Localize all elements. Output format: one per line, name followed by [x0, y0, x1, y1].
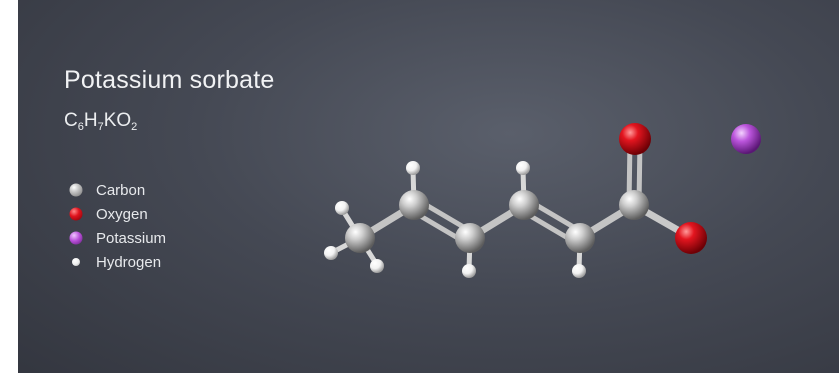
carbon-atom — [455, 223, 485, 253]
legend-item-hydrogen: Hydrogen — [72, 250, 166, 274]
legend-label-potassium: Potassium — [96, 229, 167, 247]
carbon-atom-icon — [69, 183, 83, 197]
formula-carbon: C — [64, 110, 78, 131]
legend-label-hydrogen: Hydrogen — [96, 253, 162, 271]
hydrogen-atoms — [324, 161, 586, 278]
hydrogen-atom — [335, 201, 349, 215]
hydrogen-atom — [324, 246, 338, 260]
legend-item-oxygen: Oxygen — [69, 202, 166, 226]
hydrogen-atom — [516, 161, 530, 175]
bottom-border — [18, 373, 839, 381]
carbon-atom — [345, 223, 375, 253]
diagram-background — [18, 0, 839, 381]
molecule-name: Potassium sorbate — [64, 66, 275, 94]
formula-carbon-count: 6 — [77, 121, 84, 133]
hydrogen-atom — [370, 259, 384, 273]
formula-potassium-oxygen: KO — [103, 110, 132, 131]
potassium-atom-icon — [69, 231, 83, 245]
carbon-atom — [399, 190, 429, 220]
atom-legend: Carbon Oxygen Potassium Hydrogen — [69, 178, 167, 274]
potassium-atom — [731, 124, 761, 154]
legend-label-oxygen: Oxygen — [96, 205, 148, 223]
legend-item-carbon: Carbon — [69, 178, 166, 202]
oxygen-atom-carbonyl — [619, 123, 651, 155]
legend-item-potassium: Potassium — [69, 226, 167, 250]
legend-label-carbon: Carbon — [96, 181, 146, 199]
hydrogen-atom — [572, 264, 586, 278]
carbon-atom — [509, 190, 539, 220]
carbon-atoms — [345, 190, 649, 253]
carbon-atom — [565, 223, 595, 253]
hydrogen-atom — [406, 161, 420, 175]
formula-hydrogen-count: 7 — [97, 121, 104, 133]
hydrogen-atom — [462, 264, 476, 278]
formula-oxygen-count: 2 — [131, 121, 138, 133]
oxygen-atom-carboxylate — [675, 222, 707, 254]
formula-hydrogen: H — [83, 110, 98, 131]
hydrogen-atom-icon — [72, 258, 80, 266]
carbon-atom — [619, 190, 649, 220]
oxygen-atoms — [619, 123, 707, 254]
oxygen-atom-icon — [69, 207, 83, 221]
chemical-formula: C6H7KO2 — [64, 110, 137, 133]
